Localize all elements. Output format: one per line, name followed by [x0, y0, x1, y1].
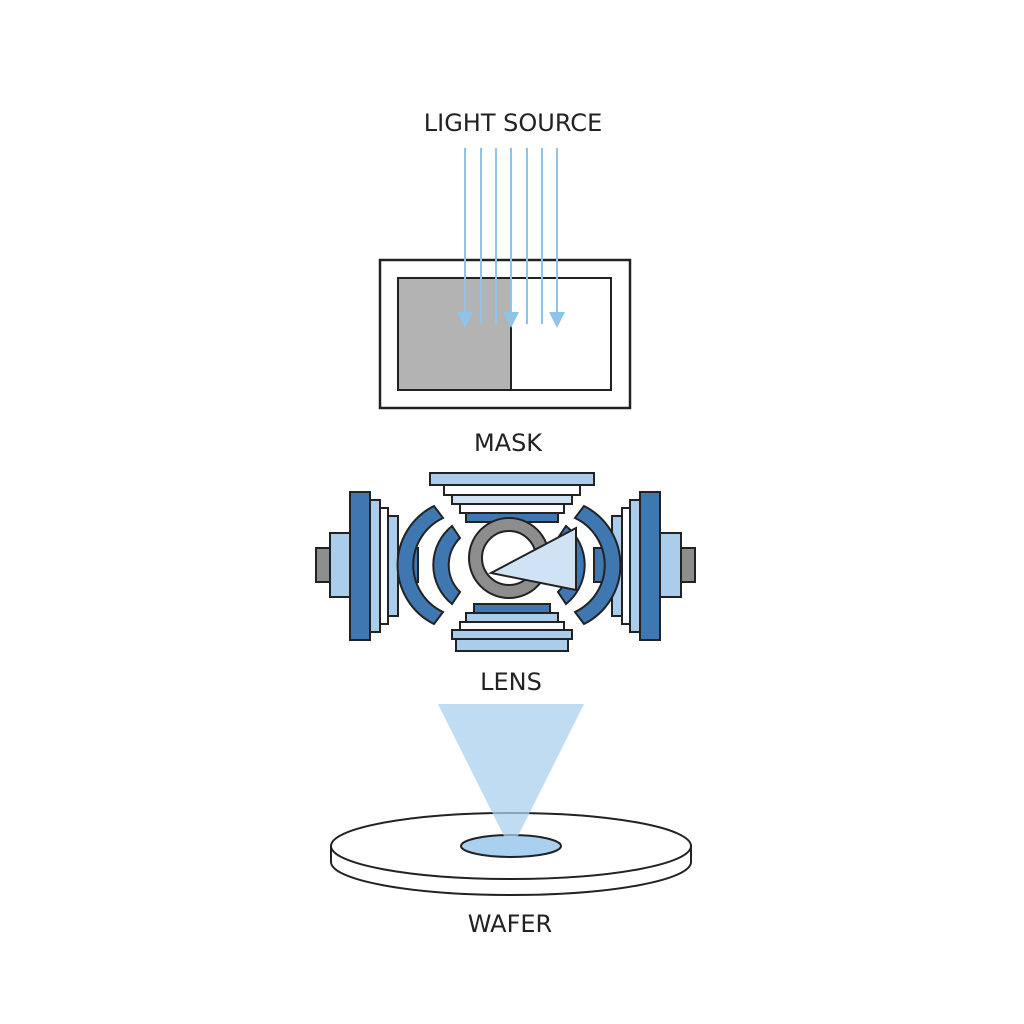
- light-rays-icon: [457, 148, 565, 328]
- wafer-label: WAFER: [468, 910, 552, 938]
- lens-center: [468, 517, 577, 599]
- focused-beam-icon: [438, 704, 584, 850]
- photomask-icon: [378, 258, 632, 410]
- light-source-label: LIGHT SOURCE: [424, 109, 602, 137]
- lens-right-assembly: [556, 491, 696, 641]
- lens-bottom-stack: [451, 603, 573, 652]
- mask-label: MASK: [474, 429, 543, 457]
- lens-label: LENS: [480, 668, 542, 696]
- lens-top-stack: [429, 472, 595, 523]
- lens-left-assembly: [315, 491, 462, 641]
- projection-lens-assembly-icon: [315, 472, 696, 652]
